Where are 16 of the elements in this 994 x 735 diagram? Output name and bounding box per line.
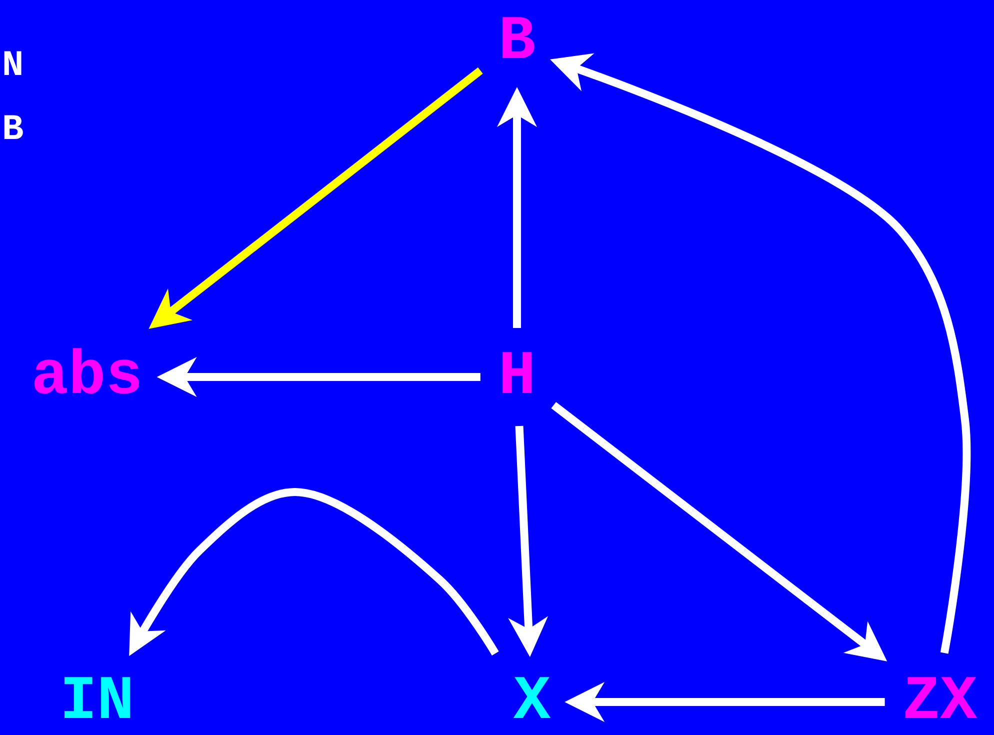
arrow: [564, 682, 885, 722]
arrow: [148, 67, 483, 329]
node-label: B: [498, 11, 536, 73]
node-label: ZX: [902, 671, 978, 733]
arrow: [156, 357, 480, 397]
arrow: [497, 87, 537, 328]
label-text: N: [2, 48, 24, 84]
arrow: [550, 53, 970, 654]
arrow: [508, 426, 548, 657]
arrow: [129, 488, 499, 656]
node-label: H: [498, 346, 536, 408]
node-label: abs: [31, 346, 143, 408]
node-label: IN: [60, 671, 134, 733]
label-text: B: [2, 112, 24, 148]
node-label: X: [513, 671, 551, 733]
arrow: [551, 402, 888, 662]
